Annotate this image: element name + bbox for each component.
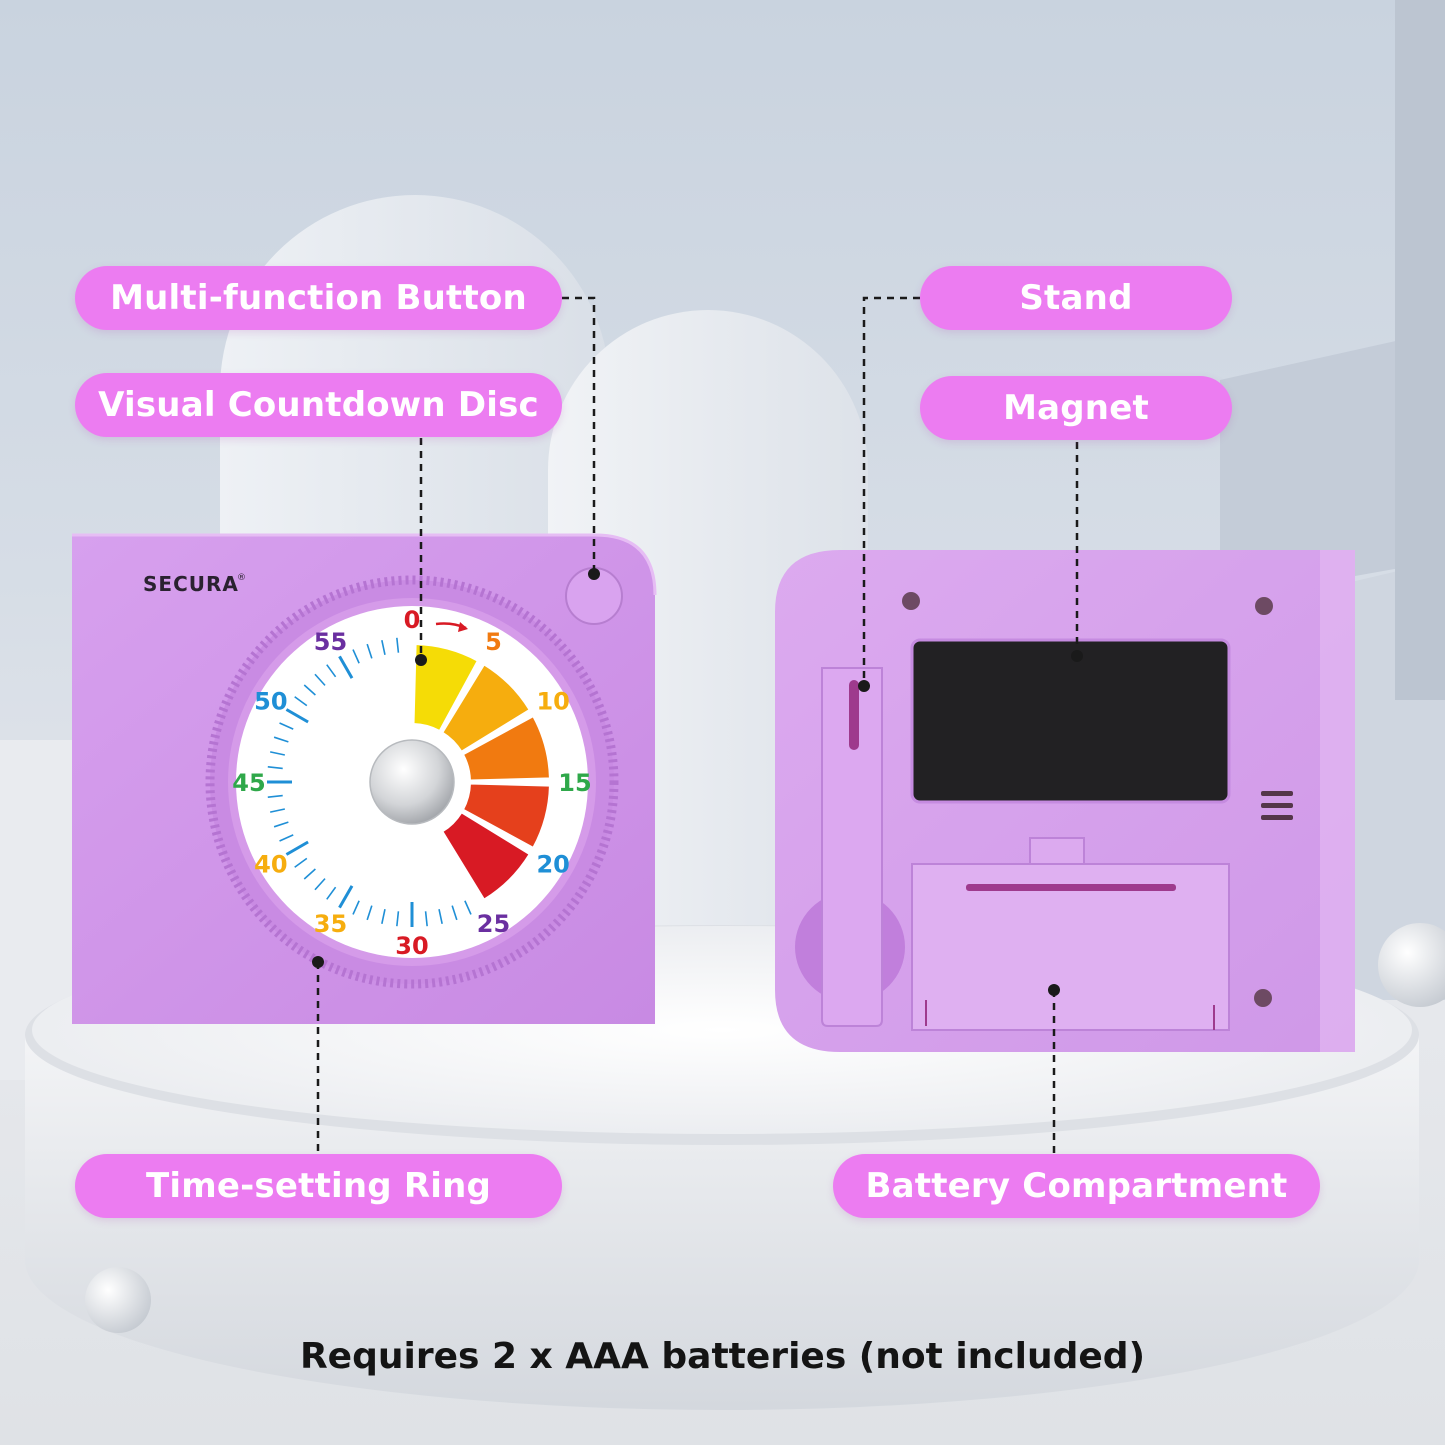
dial-tick [366,643,373,659]
dial-tick [294,696,308,707]
dial-tick [303,868,316,880]
dial-tick [396,911,400,927]
dial-tick [270,751,286,756]
dial-numbers: 0 5 10 15 20 25 30 35 40 45 50 55 [232,606,591,960]
dial-tick [338,655,354,679]
dial-number: 10 [536,688,569,716]
dial-tick [279,722,294,730]
dial-tick [381,640,386,656]
screw [902,592,920,610]
speaker-grille [1261,791,1293,820]
dial-tick [270,808,286,813]
dial-tick [326,886,337,900]
countdown-segment [461,782,551,849]
dial-number: 40 [254,851,287,879]
dial-tick [326,664,337,678]
brand-registered-mark: ® [237,573,246,583]
magnet-plate [910,638,1231,804]
label-multi-function-button: Multi-function Button [75,266,562,330]
dial-number: 5 [485,628,502,656]
stand[interactable] [795,667,905,1027]
screw [1254,989,1272,1007]
dial-tick [273,736,289,743]
dial-tick [285,708,309,724]
dial-tick [381,908,386,924]
dial-tick [424,911,428,927]
dial-tick [294,857,308,868]
battery-compartment[interactable] [911,837,1230,1031]
countdown-segment [441,663,531,753]
dial-tick [267,766,283,770]
decor-ball [85,1267,151,1333]
direction-arrowhead-icon [458,622,468,632]
label-stand: Stand [920,266,1232,330]
decor-ball [1378,923,1445,1007]
dial-tick [366,905,373,921]
dial-tick [279,834,294,842]
dial-tick [273,821,289,828]
dial-number: 45 [232,769,265,797]
visual-countdown-disc[interactable] [412,643,551,901]
center-knob[interactable] [369,739,455,825]
dial-tick-marks [267,637,472,927]
dial-number: 35 [314,910,347,938]
label-visual-countdown-disc: Visual Countdown Disc [75,373,562,437]
label-time-setting-ring: Time-setting Ring [75,1154,562,1218]
label-battery-compartment: Battery Compartment [833,1154,1320,1218]
screw [1255,597,1273,615]
dial-tick [314,878,326,891]
dial-number: 20 [536,851,569,879]
brand-logo: SECURA [143,572,239,596]
battery-requirement-note: Requires 2 x AAA batteries (not included… [299,1336,1146,1377]
dial-tick [352,900,360,915]
timer-front: SECURA ® 0 5 10 15 20 25 30 35 40 45 50 55 [72,533,657,1024]
dial-number: 30 [395,932,428,960]
countdown-segment [441,811,531,901]
dial-tick [303,684,316,696]
dial-tick [464,900,472,915]
dial-tick [451,905,458,921]
callout-dots [312,568,1083,996]
dial-number: 15 [558,769,591,797]
dial-tick [352,649,360,664]
dial-number: 50 [254,688,287,716]
label-magnet: Magnet [920,376,1232,440]
callout-leaders [316,296,1079,1154]
dial-tick [338,885,354,909]
dial-tick [314,673,326,686]
dial-tick [438,908,443,924]
dial-tick [285,840,309,856]
dial-tick [267,794,283,798]
dial-number: 55 [314,628,347,656]
countdown-segment [412,643,479,733]
timer-back [775,550,1355,1052]
dial-number: 25 [477,910,510,938]
countdown-segment [461,715,551,782]
dial-number: 0 [404,606,421,634]
dial-tick [396,637,400,653]
